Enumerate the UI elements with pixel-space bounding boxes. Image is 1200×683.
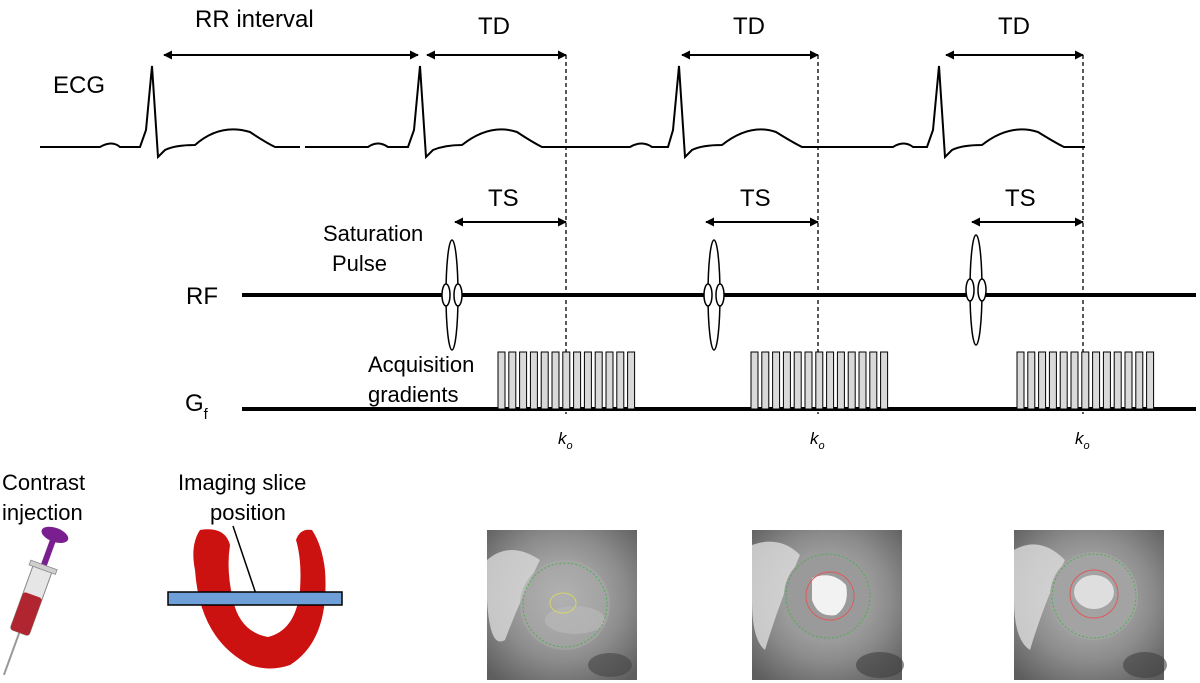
- saturation-label-line1: Saturation: [323, 221, 423, 246]
- gradient-lobe: [1102, 351, 1111, 410]
- gradient-lobe: [540, 351, 549, 410]
- ts-label-1: TS: [488, 185, 519, 212]
- acquisition-gradients-1: [497, 351, 636, 410]
- td-label-2: TD: [733, 13, 765, 40]
- ts-label-2: TS: [740, 185, 771, 212]
- ecg-beat-2: [305, 65, 568, 160]
- gradient-lobe: [594, 351, 603, 410]
- gradient-lobe: [1092, 351, 1101, 410]
- gradient-lobe: [1027, 351, 1036, 410]
- gradient-lobe: [551, 351, 560, 410]
- imaging-slice-bar: [167, 591, 343, 606]
- ecg-beat-1: [40, 65, 300, 160]
- acquisition-gradients-2: [750, 351, 889, 410]
- contrast-label-line2: injection: [2, 500, 83, 525]
- saturation-label-line2: Pulse: [332, 251, 387, 276]
- k0-label-1: ko: [558, 429, 573, 452]
- gradient-lobe: [583, 351, 592, 410]
- heart-ventricle-icon: [193, 529, 326, 669]
- gradient-lobe: [804, 351, 813, 410]
- gradient-lobe: [508, 351, 517, 410]
- gradient-lobe: [1113, 351, 1122, 410]
- ecg-beat-4: [820, 65, 1085, 160]
- td-label-1: TD: [478, 13, 510, 40]
- ts-label-3: TS: [1005, 185, 1036, 212]
- saturation-pulse-1: [441, 239, 463, 351]
- gradient-lobe: [750, 351, 759, 410]
- saturation-pulse-3: [965, 234, 987, 346]
- gradient-lobe: [1070, 351, 1079, 410]
- contrast-label-line1: Contrast: [2, 470, 85, 495]
- gradient-lobe: [1038, 351, 1047, 410]
- acquisition-label-line2: gradients: [368, 382, 459, 407]
- mri-image-1: [487, 530, 637, 680]
- slice-label-line2: position: [210, 500, 286, 525]
- gradient-lobe: [1146, 351, 1155, 410]
- gradient-lobe: [1124, 351, 1133, 410]
- gradient-lobe: [605, 351, 614, 410]
- k0-label-3: ko: [1075, 429, 1090, 452]
- gradient-label: Gf: [185, 390, 209, 423]
- acquisition-gradients-3: [1016, 351, 1155, 410]
- gradient-lobe: [782, 351, 791, 410]
- ecg-beat-3: [568, 65, 820, 160]
- gradient-lobe: [761, 351, 770, 410]
- gradient-lobe: [1059, 351, 1068, 410]
- gradient-lobe: [529, 351, 538, 410]
- gradient-lobe: [519, 351, 528, 410]
- td-label-3: TD: [998, 13, 1030, 40]
- slice-pointer-line: [232, 525, 259, 601]
- gradient-lobe: [836, 351, 845, 410]
- gradient-lobe: [616, 351, 625, 410]
- saturation-pulse-2: [703, 239, 725, 351]
- gradient-lobe: [847, 351, 856, 410]
- gradient-lobe: [869, 351, 878, 410]
- gradient-lobe: [1081, 351, 1090, 410]
- gradient-lobe: [880, 351, 889, 410]
- gradient-lobe: [627, 351, 636, 410]
- ecg-trace: [40, 65, 1085, 160]
- ecg-label: ECG: [53, 72, 105, 99]
- gradient-lobe: [562, 351, 571, 410]
- rr-interval-label: RR interval: [195, 6, 314, 33]
- syringe-icon: [2, 526, 69, 676]
- gradient-lobe: [1135, 351, 1144, 410]
- gradient-lobe: [858, 351, 867, 410]
- gradient-lobe: [793, 351, 802, 410]
- slice-label-line1: Imaging slice: [178, 470, 306, 495]
- gradient-lobe: [772, 351, 781, 410]
- rf-label: RF: [186, 283, 218, 310]
- gradient-lobe: [573, 351, 582, 410]
- k0-label-2: ko: [810, 429, 825, 452]
- mri-image-2: [752, 530, 904, 680]
- gradient-lobe: [1048, 351, 1057, 410]
- acquisition-label-line1: Acquisition: [368, 352, 474, 377]
- gradient-lobe: [497, 351, 506, 410]
- gradient-lobe: [815, 351, 824, 410]
- mri-image-3: [1014, 530, 1167, 680]
- gradient-lobe: [1016, 351, 1025, 410]
- gradient-lobe: [826, 351, 835, 410]
